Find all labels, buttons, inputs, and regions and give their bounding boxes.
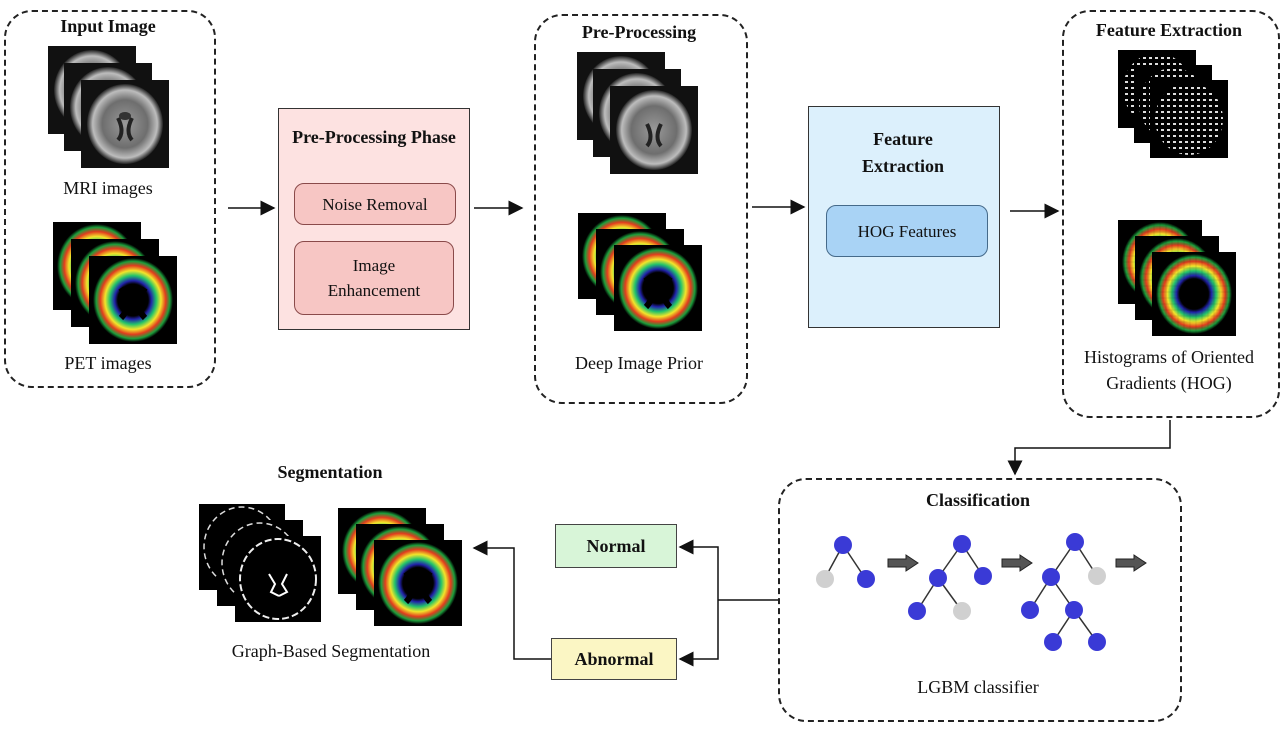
dip-caption: Deep Image Prior	[575, 353, 703, 373]
pet-caption: PET images	[64, 353, 152, 373]
lgbm-caption: LGBM classifier	[917, 677, 1039, 697]
segmentation-pet-stack	[338, 508, 464, 628]
image-enhancement-step: Image Enhancement	[294, 241, 454, 315]
hog-pet-image-stack	[1118, 220, 1238, 340]
preprocessing-panel-title: Pre-Processing	[581, 22, 697, 42]
feature-extraction-box-title: Feature Extraction	[862, 129, 944, 176]
segmentation-mri-stack	[199, 504, 327, 624]
feature-extraction-panel-title: Feature Extraction	[1095, 20, 1243, 40]
arrow-abnormal-to-segmentation	[472, 540, 551, 660]
segmentation-title: Segmentation	[277, 462, 383, 482]
segmentation-caption: Graph-Based Segmentation	[231, 641, 431, 661]
preprocessing-phase-title: Pre-Processing Phase	[292, 127, 456, 147]
normal-output: Normal	[555, 524, 677, 568]
hog-features-step: HOG Features	[826, 205, 988, 257]
arrow-hog-to-classification	[1007, 420, 1171, 476]
pet-image-stack	[53, 222, 179, 346]
mri-image-stack	[48, 46, 170, 170]
noise-removal-step: Noise Removal	[294, 183, 456, 225]
dip-pet-image-stack	[578, 213, 704, 333]
abnormal-output: Abnormal	[551, 638, 677, 680]
mri-caption: MRI images	[63, 178, 153, 198]
arrow-to-normal	[678, 539, 719, 600]
input-image-title: Input Image	[60, 16, 156, 36]
hog-caption: Histograms of Oriented Gradients (HOG)	[1084, 347, 1254, 393]
dip-mri-image-stack	[577, 52, 699, 176]
classification-title: Classification	[925, 490, 1030, 510]
arrow-to-abnormal	[678, 600, 719, 667]
hog-mri-image-stack	[1118, 50, 1230, 162]
classification-panel	[778, 478, 1182, 722]
